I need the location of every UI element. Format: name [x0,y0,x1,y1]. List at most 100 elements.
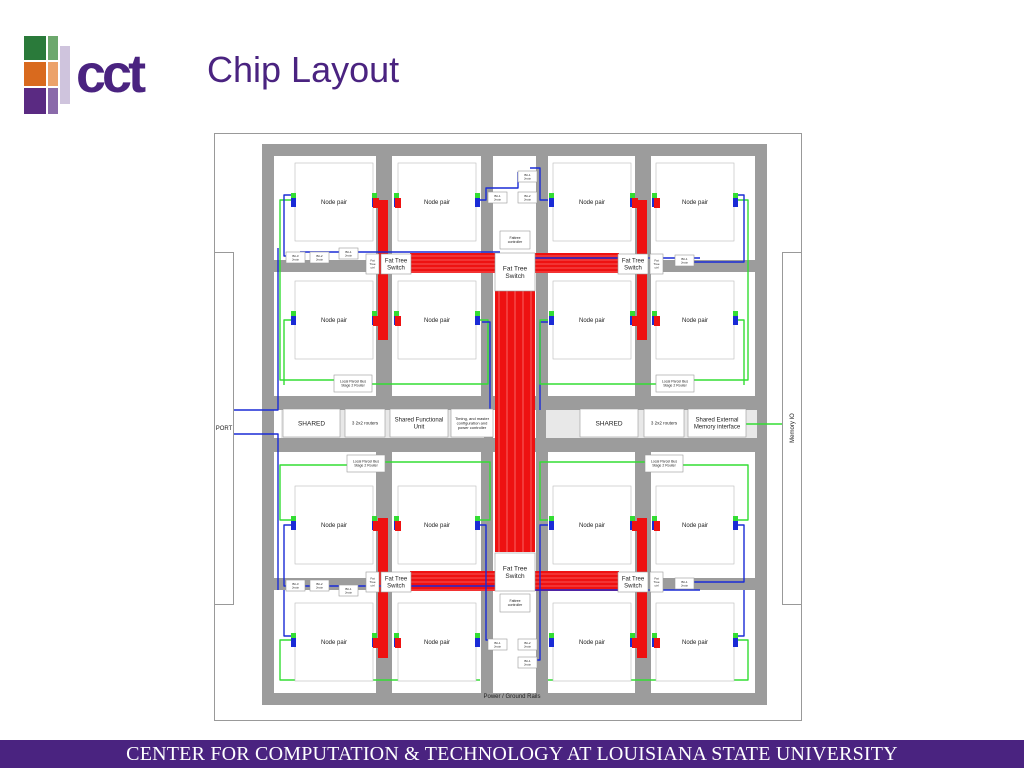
green-link [539,319,660,385]
central-fat-tree-switch-text: Fat Tree [503,566,528,573]
shared-functional-unit-text: Unit [414,425,425,431]
connector-tab [372,193,377,198]
node-pair-box [552,280,632,360]
bit-junction-text: Jnctn [681,583,689,587]
fat-tree-switch-box [617,253,649,275]
routers-block-text: 3 2x2 routers [352,421,379,426]
blue-link [530,167,548,201]
connector-tab [394,193,399,198]
shared-external-memory-box [687,408,747,438]
central-fat-tree-switch-text: Switch [505,273,525,280]
bit-junction-text: Bit-3 [292,254,299,258]
node-pair-label: Node pair [579,640,605,646]
central-fat-tree-switch-text: Fat Tree [503,266,528,273]
connector-tab [475,521,480,530]
bit-junction-box [517,170,538,183]
node-pair-label: Node pair [424,640,450,646]
fat-tree-ctrl-text: Fat [654,577,659,581]
green-link [680,464,749,521]
fattree-controller-text: Fattree [509,599,520,603]
routers-block-box [643,408,685,438]
node-pair-label: Node pair [579,523,605,529]
connector-tab [549,193,554,198]
node-pair-box [655,280,735,360]
node-pair-box [397,280,477,360]
blue-link [690,524,745,583]
connector-tab [372,311,377,316]
local-parcel-router-text: Local Parcel Bus [662,380,689,384]
bit-junction-box [517,638,538,651]
red-tab [654,521,660,531]
red-tab [632,198,638,208]
port-panel [214,252,234,605]
red-tab [395,316,401,326]
node-pair-label: Node pair [682,318,708,324]
fat-tree-ctrl-text: Tree [653,580,659,584]
bit-junction-box [285,251,306,264]
connector-tab [733,638,738,647]
fat-tree-ctrl-box [365,571,380,593]
connector-tab [372,633,377,638]
fat-tree-switch-text: Switch [387,584,405,590]
bit-junction-text: Jnctn [345,253,353,257]
routers-block-text: 3 2x2 routers [651,421,678,426]
bit-junction-text: Bit-1 [681,580,688,584]
node-pair-box [294,280,374,360]
fat-tree-ctrl-text: Fat [370,259,375,263]
fat-tree-switch-box [380,571,412,593]
fattree-controller-box [499,593,531,613]
connector-tab [291,638,296,647]
node-pair: Node pair [394,485,480,565]
local-parcel-router-text: Stage 2 Router [652,464,676,468]
bit-junction-box [674,577,695,590]
node-pair: Node pair [394,280,480,360]
connector-tab [549,311,554,316]
red-tab [373,316,379,326]
node-pair-box [552,602,632,682]
connector-tab [733,633,738,638]
fat-tree-ctrl-text: Fat [654,259,659,263]
connector-tab [475,311,480,316]
routers-block-box [344,408,386,438]
connector-tab [475,316,480,325]
node-pair-label: Node pair [682,523,708,529]
connector-tab [733,311,738,316]
node-pair-label: Node pair [424,523,450,529]
bit-junction-text: Bit-2 [524,641,531,645]
blue-link [690,194,745,263]
connector-tab [549,521,554,530]
red-tab [373,638,379,648]
memory-io-panel [782,252,802,605]
timing-controller-text: configuration and [457,420,488,425]
node-pair-box [655,602,735,682]
red-tab [654,638,660,648]
blue-link [478,172,519,201]
cct-logo: cct [24,36,150,114]
node-pair-box [294,602,374,682]
node-pair-label: Node pair [579,318,605,324]
node-pair: Node pair [652,280,738,360]
bit-junction-text: Bit-1 [345,587,352,591]
red-tab [395,521,401,531]
node-pair: Node pair [549,485,635,565]
connector-tab [475,193,480,198]
bit-junction-text: Jnctn [345,590,353,594]
red-tab [373,521,379,531]
fat-tree-switch-text: Switch [624,266,642,272]
fat-tree-switch-text: Fat Tree [385,259,408,265]
node-pair: Node pair [652,485,738,565]
fat-tree-switch-text: Fat Tree [622,259,645,265]
connector-tab [733,316,738,325]
bit-junction-box [674,254,695,267]
green-link [279,464,350,521]
central-fat-tree-switch-text: Switch [505,573,525,580]
node-pair: Node pair [549,162,635,242]
node-pair-box [655,485,735,565]
local-parcel-router-text: Stage 2 Router [341,384,365,388]
shared-functional-unit-box [389,408,449,438]
bit-junction-box [309,251,330,264]
red-tab [632,521,638,531]
node-pair: Node pair [291,485,377,565]
local-parcel-router-box [655,374,695,393]
connector-tab [549,633,554,638]
